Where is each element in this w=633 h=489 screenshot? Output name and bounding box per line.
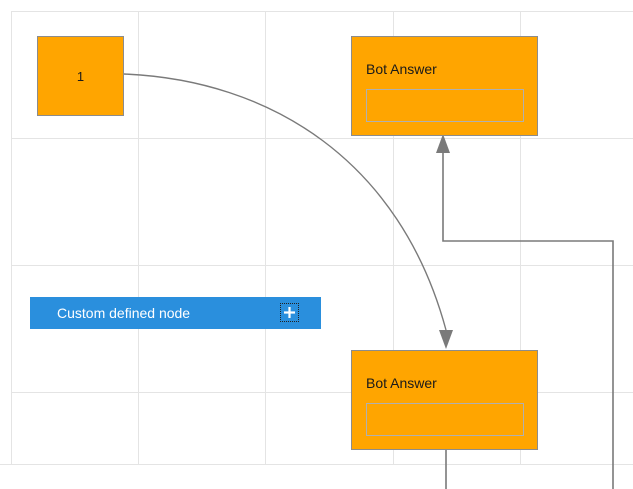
node-bot-answer-top[interactable]: Bot Answer <box>351 36 538 136</box>
custom-defined-node-label: Custom defined node <box>57 305 191 321</box>
node-start[interactable]: 1 <box>37 36 124 116</box>
node-bot-answer-bottom[interactable]: Bot Answer <box>351 350 538 450</box>
node-bot-answer-top-title: Bot Answer <box>366 61 437 77</box>
arrowhead-down-icon <box>439 330 453 349</box>
node-bot-answer-top-field[interactable] <box>366 89 524 122</box>
node-start-label: 1 <box>76 68 85 84</box>
plus-icon[interactable] <box>280 303 299 322</box>
edge-curve-path <box>123 73 447 331</box>
arrowhead-up-icon <box>436 134 450 153</box>
edge-segment-return <box>442 152 614 489</box>
node-bot-answer-bottom-title: Bot Answer <box>366 375 437 391</box>
custom-defined-node-button[interactable]: Custom defined node <box>30 297 321 329</box>
edge-start-to-bot-answer-bottom <box>123 73 453 349</box>
edge-bot-answer-bottom-to-top <box>436 134 614 489</box>
node-bot-answer-bottom-field[interactable] <box>366 403 524 436</box>
